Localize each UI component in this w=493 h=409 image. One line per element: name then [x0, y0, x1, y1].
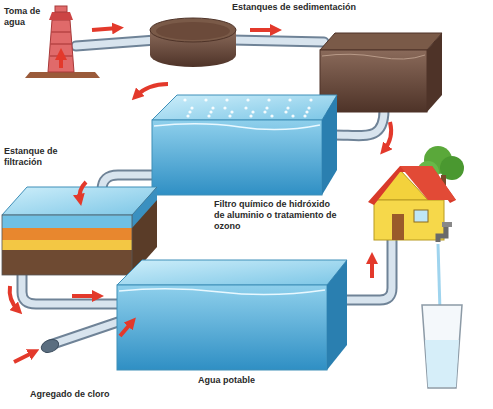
bubble [263, 110, 266, 113]
bubble [309, 98, 312, 101]
bubble [183, 98, 186, 101]
drinking-water-tank [117, 260, 347, 370]
bubble [211, 106, 214, 109]
bubble [307, 106, 310, 109]
bubble [249, 114, 252, 117]
filter-label: Filtro químico de hidróxido de aluminio … [214, 199, 342, 232]
house [368, 146, 464, 240]
bubble [303, 114, 306, 117]
bubble [251, 110, 254, 113]
bubble [246, 98, 249, 101]
bubble [223, 106, 226, 109]
filtration-label: Estanque de filtración [4, 146, 76, 168]
intake-label: Toma de agua [4, 6, 48, 28]
bubble [305, 110, 308, 113]
bubble [244, 106, 247, 109]
chlorine-inlet [39, 337, 60, 354]
bubble [265, 106, 268, 109]
bubble [291, 114, 294, 117]
bubble [270, 114, 273, 117]
bubble [284, 110, 287, 113]
bubble [267, 98, 270, 101]
bubble [209, 110, 212, 113]
bubble [230, 110, 233, 113]
intake-tower [25, 6, 100, 78]
filtration-tank [2, 187, 157, 275]
bubble [190, 106, 193, 109]
flow-arrows [10, 28, 391, 362]
bubble [225, 98, 228, 101]
chlorine-label: Agregado de cloro [30, 389, 140, 400]
bubble [286, 106, 289, 109]
sedimentation-box [320, 33, 442, 112]
bubble [188, 110, 191, 113]
tap-and-glass [422, 222, 462, 388]
bubble [207, 114, 210, 117]
chemical-filter-tank [152, 95, 337, 195]
round-sedimentation-tank [150, 18, 236, 67]
bubble [186, 114, 189, 117]
bubble [204, 98, 207, 101]
drinking-water-label: Agua potable [198, 375, 288, 386]
bubble [288, 98, 291, 101]
bubble [228, 114, 231, 117]
sedimentation-label: Estanques de sedimentación [232, 2, 382, 13]
